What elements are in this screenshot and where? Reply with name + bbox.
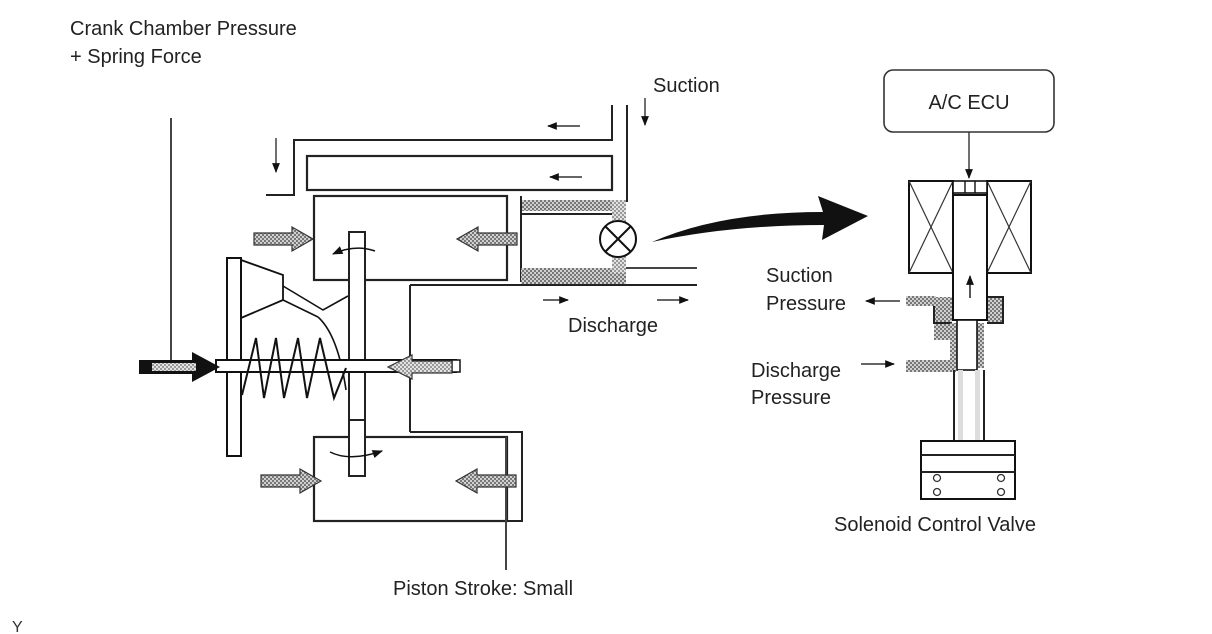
rotation-arrow-bottom — [329, 450, 383, 459]
discharge-label: Discharge — [568, 315, 658, 337]
crank-chamber-label: Crank Chamber Pressure — [70, 18, 297, 40]
suction-label: Suction — [653, 75, 720, 97]
solenoid-valve — [861, 180, 1032, 500]
ac-ecu-label: A/C ECU — [928, 92, 1009, 114]
rotation-arrow-top — [332, 246, 376, 255]
control-valve-symbol — [599, 220, 637, 258]
suction-passage — [266, 98, 649, 202]
spring — [241, 337, 347, 402]
suction-pressure-label-2: Pressure — [766, 293, 846, 315]
lower-cylinder — [312, 419, 523, 570]
discharge-pressure-label: Discharge — [751, 360, 841, 382]
zoom-arrow-icon — [652, 196, 868, 242]
pressure-arrows — [139, 225, 518, 495]
control-passages — [409, 196, 697, 432]
spring-force-label: + Spring Force — [70, 46, 202, 68]
swash-plate-assembly — [226, 231, 366, 481]
shaft-end — [451, 359, 461, 373]
ac-ecu-box: A/C ECU — [883, 69, 1055, 179]
solenoid-valve-label: Solenoid Control Valve — [834, 514, 1036, 536]
suction-pressure-label: Suction — [766, 265, 833, 287]
corner-mark: Y — [12, 619, 23, 634]
discharge-pressure-label-2: Pressure — [751, 387, 831, 409]
piston-stroke-label: Piston Stroke: Small — [393, 578, 573, 600]
